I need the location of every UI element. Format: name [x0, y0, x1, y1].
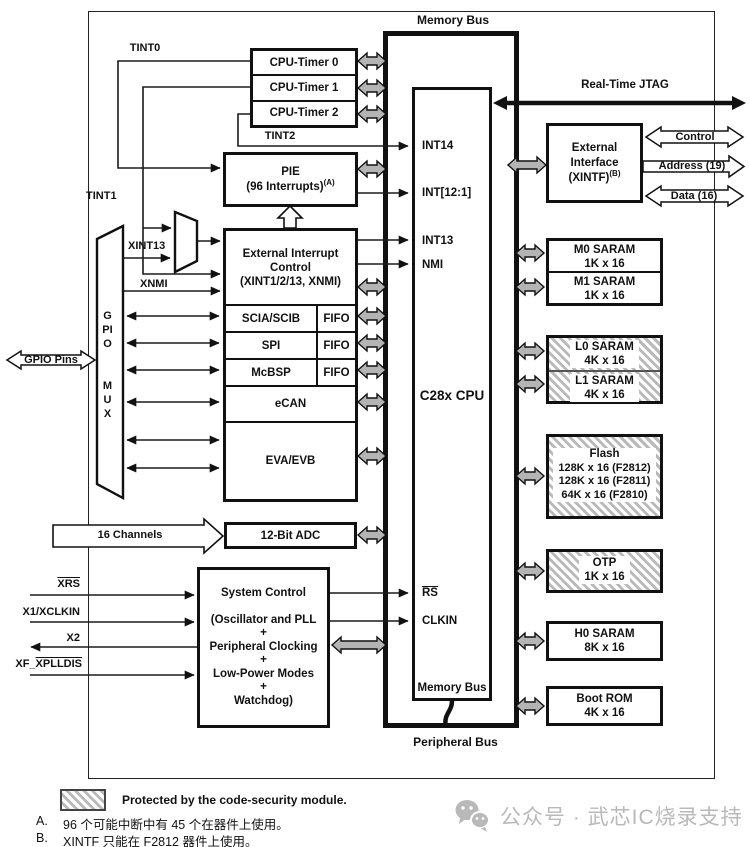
- tint0-label: TINT0: [129, 42, 161, 54]
- spi-label: SPI: [261, 339, 281, 352]
- watermark: 公众号 · 武芯IC烧录支持: [452, 797, 743, 835]
- cpu-timer-1: CPU-Timer 1: [253, 74, 355, 99]
- pie-title: PIE: [281, 165, 300, 178]
- m0-saram: M0 SARAM 1K x 16: [573, 244, 636, 270]
- watermark-text: 公众号 · 武芯IC烧录支持: [500, 806, 743, 829]
- h0-saram: H0 SARAM 8K x 16: [546, 621, 663, 661]
- gpio-pins-label: GPIO Pins: [24, 354, 78, 366]
- xintf-control-label: Control: [675, 131, 715, 143]
- cpu-block: INT14 INT[12:1] INT13 NMI C28x CPU RS CL…: [412, 87, 492, 701]
- otp-block: OTP 1K x 16: [546, 549, 663, 593]
- cpu-clkin: CLKIN: [422, 615, 458, 627]
- scia-fifo: FIFO: [316, 306, 355, 331]
- xintf-data-label: Data (16): [670, 190, 718, 202]
- peripheral-bus-label: Peripheral Bus: [413, 735, 498, 749]
- memory-bus-top-label: Memory Bus: [416, 13, 490, 27]
- legend-text: Protected by the code-security module.: [122, 793, 347, 807]
- gpio-mux-label-top: GPIO: [102, 310, 113, 350]
- legend-hatch-swatch: [60, 789, 106, 811]
- spi-row: SPI FIFO: [226, 331, 355, 358]
- mcbsp-label: McBSP: [251, 366, 291, 379]
- mcbsp-fifo: FIFO: [316, 360, 355, 385]
- external-interrupt-control: External Interrupt Control (XINT1/2/13, …: [240, 247, 341, 288]
- cpu-int13: INT13: [422, 235, 454, 247]
- pie-subtitle: (96 Interrupts)(A): [246, 177, 335, 193]
- adc-block: 12-Bit ADC: [224, 522, 357, 549]
- note-a-text: 96 个可能中断中有 45 个在器件上使用。: [63, 818, 289, 832]
- note-ref-a: (A): [323, 177, 335, 187]
- pie-block: PIE (96 Interrupts)(A): [223, 152, 358, 207]
- cpu-nmi: NMI: [422, 259, 444, 271]
- tint2-label: TINT2: [264, 130, 296, 142]
- xintf-address-label: Address (19): [658, 160, 726, 172]
- xintf-block: External Interface (XINTF)(B): [546, 123, 643, 203]
- wechat-icon: [455, 800, 490, 832]
- xnmi-label: XNMI: [140, 278, 168, 290]
- note-b-text: XINTF 只能在 F2812 器件上使用。: [63, 835, 258, 847]
- mcbsp-row: McBSP FIFO: [226, 358, 355, 385]
- m1-saram: M1 SARAM 1K x 16: [549, 271, 660, 303]
- l0-saram: L0 SARAM 4K x 16: [549, 338, 660, 370]
- cpu-rs: RS: [422, 587, 438, 599]
- gpio-mux-label-bottom: MUX: [102, 380, 113, 420]
- scia-scib-row: SCIA/SCIB FIFO: [226, 304, 355, 331]
- x2-label: X2: [66, 632, 80, 644]
- cpu-int14: INT14: [422, 140, 454, 152]
- note-ref-b: (B): [609, 168, 621, 178]
- note-b-id: B.: [36, 831, 48, 845]
- xf-xplldis-label: XF_XPLLDIS: [15, 658, 82, 670]
- adc-channels-label: 16 Channels: [97, 529, 163, 541]
- scia-scib-label: SCIA/SCIB: [241, 312, 301, 325]
- ecan-row: eCAN: [226, 385, 355, 421]
- cpu-timer-stack: CPU-Timer 0 CPU-Timer 1 CPU-Timer 2: [250, 48, 358, 128]
- l0-l1-saram: L0 SARAM 4K x 16 L1 SARAM 4K x 16: [546, 335, 663, 404]
- note-a-id: A.: [36, 814, 48, 828]
- cpu-memory-bus-label: Memory Bus: [417, 682, 487, 694]
- cpu-int12-1: INT[12:1]: [422, 187, 472, 199]
- peripheral-stack: External Interrupt Control (XINT1/2/13, …: [223, 228, 358, 502]
- system-control-block: System Control (Oscillator and PLL + Per…: [197, 567, 330, 728]
- m0-m1-saram: M0 SARAM 1K x 16 M1 SARAM 1K x 16: [546, 238, 663, 306]
- flash-block: Flash 128K x 16 (F2812) 128K x 16 (F2811…: [546, 434, 663, 519]
- cpu-title: C28x CPU: [419, 388, 485, 403]
- boot-rom: Boot ROM 4K x 16: [546, 686, 663, 726]
- cpu-timer-2: CPU-Timer 2: [253, 99, 355, 125]
- xint13-label: XINT13: [128, 240, 166, 252]
- x1-xclkin-label: X1/XCLKIN: [22, 606, 80, 618]
- spi-fifo: FIFO: [316, 333, 355, 358]
- xrs-label: XRS: [57, 578, 80, 590]
- diagram-outer-border: [88, 11, 715, 779]
- eva-evb-row: EVA/EVB: [226, 421, 355, 499]
- tint1-label: TINT1: [86, 190, 117, 202]
- jtag-label: Real-Time JTAG: [581, 79, 669, 91]
- l1-saram: L1 SARAM 4K x 16: [549, 370, 660, 404]
- cpu-timer-0: CPU-Timer 0: [269, 56, 339, 69]
